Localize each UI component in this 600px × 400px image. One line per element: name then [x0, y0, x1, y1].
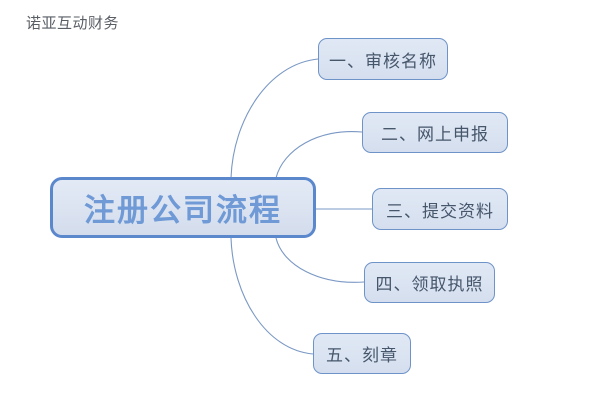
branch-node-5[interactable]: 五、刻章	[313, 333, 411, 374]
watermark-text: 诺亚互动财务	[26, 14, 120, 32]
branch-node-3-label: 三、提交资料	[386, 201, 494, 222]
connector-to-branch-4	[275, 237, 365, 283]
branch-node-5-label: 五、刻章	[326, 346, 398, 366]
branch-node-1[interactable]: 一、审核名称	[318, 38, 448, 80]
branch-node-2-label: 二、网上申报	[381, 125, 489, 145]
connector-to-branch-1	[230, 58, 319, 179]
connector-to-branch-5	[230, 237, 314, 355]
branch-node-1-label: 一、审核名称	[329, 51, 437, 72]
central-node-label: 注册公司流程	[84, 193, 282, 229]
central-node[interactable]: 注册公司流程	[50, 177, 316, 238]
branch-node-3[interactable]: 三、提交资料	[372, 188, 508, 230]
branch-node-4-label: 四、领取执照	[375, 275, 484, 295]
branch-node-4[interactable]: 四、领取执照	[364, 262, 495, 303]
connector-to-branch-2	[275, 130, 363, 179]
branch-node-2[interactable]: 二、网上申报	[362, 112, 508, 153]
